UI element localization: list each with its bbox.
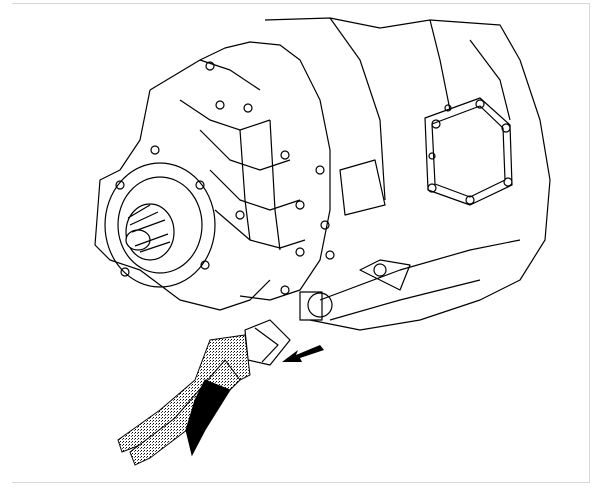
transmission-case	[264, 17, 551, 331]
cover-plate	[424, 97, 513, 206]
hand-and-pliers	[117, 334, 251, 466]
output-flange	[104, 162, 216, 288]
removal-direction-arrow	[282, 345, 324, 362]
extension-housing	[94, 41, 386, 311]
illustration-frame	[12, 3, 590, 483]
